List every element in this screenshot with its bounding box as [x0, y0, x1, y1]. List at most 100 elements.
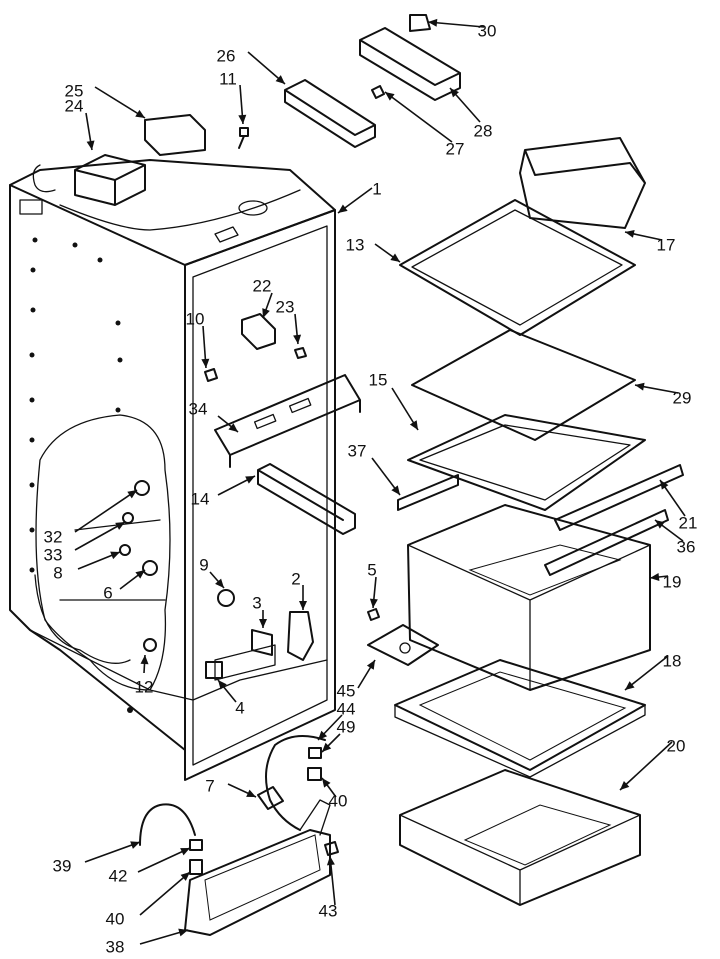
callout-arrowhead: [625, 681, 635, 690]
callout-arrowhead: [655, 520, 665, 529]
callout-leader: [384, 91, 453, 143]
part-39-tube: [139, 803, 196, 846]
callout-label-26: 26: [217, 46, 236, 65]
callout-label-24: 24: [65, 96, 84, 115]
water-parts: [139, 735, 339, 936]
part-15-frame: [407, 414, 646, 511]
callout-label-40: 40: [329, 791, 348, 810]
part-37-rail: [397, 474, 459, 511]
part-30-clip: [409, 14, 431, 32]
callout-arrowhead: [338, 204, 348, 213]
callout-label-8: 8: [53, 563, 62, 582]
callout-label-49: 49: [337, 717, 356, 736]
part-18-shelf: [394, 659, 646, 771]
part-36-rod: [544, 509, 669, 576]
part-12: [143, 638, 157, 652]
callout-arrowhead: [246, 789, 256, 797]
callout-arrowhead: [215, 578, 224, 588]
callout-arrowhead: [635, 382, 645, 391]
callout-arrowhead: [385, 92, 395, 101]
cabinet-liner: [9, 159, 336, 781]
part-7-valve: [257, 786, 284, 810]
part-21-rod: [554, 464, 684, 531]
callout-label-44: 44: [337, 699, 356, 718]
callout-label-34: 34: [189, 399, 208, 418]
callout-label-43: 43: [319, 901, 338, 920]
callout-label-42: 42: [109, 866, 128, 885]
callout-arrowhead: [299, 601, 307, 610]
callout-leader: [427, 21, 485, 28]
callout-arrowhead: [130, 841, 140, 849]
callout-label-6: 6: [103, 583, 112, 602]
callout-label-17: 17: [657, 235, 676, 254]
callout-arrowhead: [366, 660, 375, 670]
callout-label-29: 29: [673, 388, 692, 407]
callout-label-38: 38: [106, 937, 125, 956]
part-45-plate: [367, 624, 439, 666]
callout-label-22: 22: [253, 276, 272, 295]
callout-leader: [624, 655, 669, 691]
callout-leader: [137, 847, 191, 873]
callout-arrowhead: [660, 480, 669, 490]
callout-label-40: 40: [106, 909, 125, 928]
part-32: [134, 480, 150, 496]
callout-arrowhead: [259, 619, 267, 628]
callout-leader: [84, 841, 141, 863]
callout-arrowhead: [245, 476, 255, 484]
part-4-block: [205, 661, 223, 679]
callout-arrowhead: [218, 680, 227, 690]
part-27-screw: [371, 85, 385, 99]
callout-leader: [619, 741, 673, 791]
callout-arrowhead: [322, 742, 332, 752]
part-44-tube: [265, 735, 326, 831]
callout-label-11: 11: [219, 69, 237, 88]
callout-label-20: 20: [667, 736, 686, 755]
callout-arrowhead: [322, 778, 331, 788]
callout-label-45: 45: [337, 681, 356, 700]
liner-parts: [34, 14, 461, 679]
part-40-fitting: [307, 767, 322, 781]
callout-arrowhead: [650, 573, 660, 581]
callout-arrowhead: [86, 140, 95, 150]
callout-leader: [94, 86, 146, 119]
callout-arrowhead: [135, 109, 145, 118]
callout-arrowhead: [180, 872, 190, 881]
callout-label-12: 12: [135, 677, 154, 696]
callout-label-5: 5: [367, 560, 376, 579]
callout-arrowhead: [369, 598, 378, 608]
callout-arrowhead: [428, 18, 438, 27]
callout-arrowhead: [262, 308, 270, 318]
callout-label-25: 25: [65, 81, 84, 100]
part-17-bin: [519, 137, 646, 229]
callout-label-28: 28: [474, 121, 493, 140]
part-34-cover: [214, 374, 361, 468]
callout-arrowhead: [228, 423, 238, 432]
callout-arrowhead: [625, 229, 635, 238]
part-38-drain-pan: [184, 829, 331, 936]
callout-label-14: 14: [191, 489, 210, 508]
callout-arrowhead: [293, 334, 302, 344]
callout-label-9: 9: [199, 555, 208, 574]
callout-arrowhead: [391, 485, 400, 495]
callout-arrowhead: [127, 490, 137, 499]
part-13-glass-shelf: [399, 199, 636, 336]
callout-label-3: 3: [252, 593, 261, 612]
part-11-screw: [238, 127, 249, 149]
callout-arrowhead: [275, 75, 285, 84]
shelves: [367, 137, 684, 906]
callout-arrowhead: [409, 420, 418, 430]
part-33: [122, 512, 134, 524]
callout-arrowhead: [450, 88, 459, 98]
part-14-bracket: [257, 463, 356, 535]
part-2-bracket: [287, 611, 314, 661]
callout-label-32: 32: [44, 527, 63, 546]
callout-arrowhead: [620, 780, 630, 790]
callout-label-33: 33: [44, 545, 63, 564]
part-19-drawer: [407, 504, 651, 691]
callout-arrowhead: [180, 848, 190, 856]
callout-label-21: 21: [679, 513, 698, 532]
callout-arrowhead: [201, 358, 210, 368]
callout-arrowhead: [238, 114, 247, 124]
